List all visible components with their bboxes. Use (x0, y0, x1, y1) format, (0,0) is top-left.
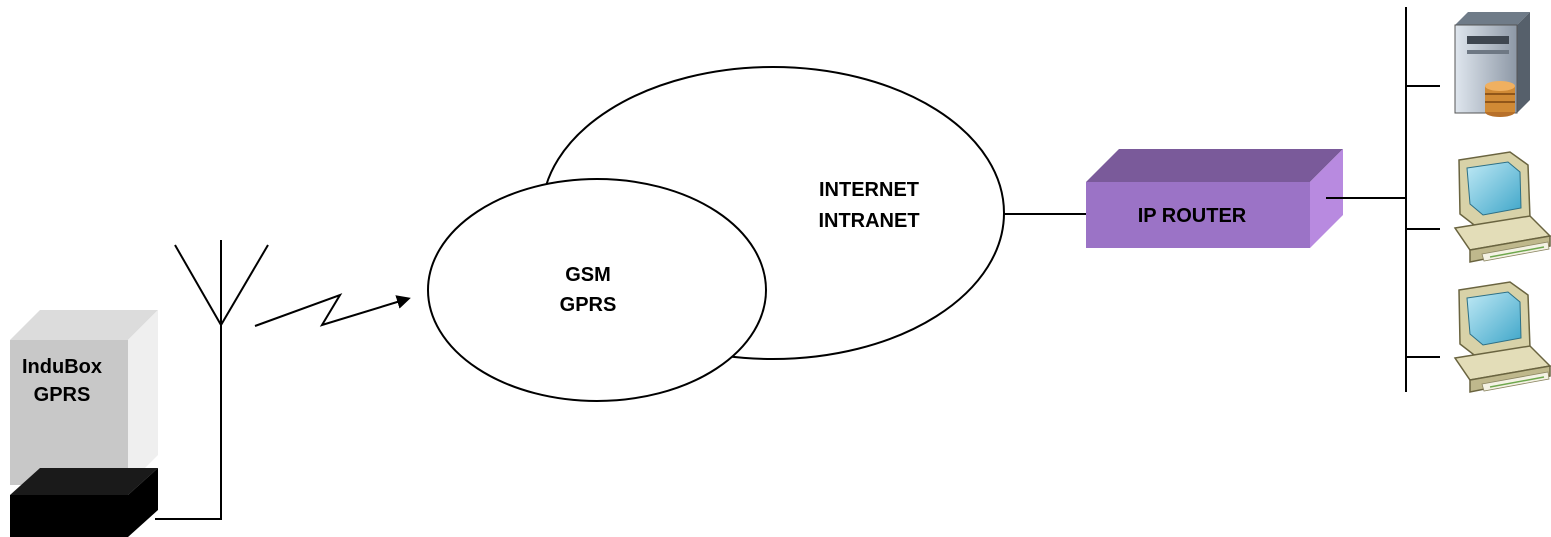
router-label: IP ROUTER (1138, 205, 1247, 227)
internet-label-line1: INTERNET (819, 179, 919, 201)
desktop-computer-icon (1453, 151, 1551, 263)
internet-label-line2: INTRANET (818, 210, 919, 232)
indubox-label-line1: InduBox (22, 356, 102, 378)
wireless-link-icon (254, 293, 411, 327)
desktop-computer-icon (1453, 281, 1551, 393)
indubox-device-icon (10, 310, 158, 537)
device-antenna-cable (155, 325, 222, 520)
gsm-label-line1: GSM (565, 264, 611, 286)
ip-router-icon (1086, 149, 1343, 248)
gsm-label-line2: GPRS (560, 294, 617, 316)
indubox-label-line2: GPRS (34, 384, 91, 406)
database-server-icon (1454, 12, 1530, 117)
antenna-icon (174, 240, 269, 326)
gsm-cloud (427, 178, 767, 402)
